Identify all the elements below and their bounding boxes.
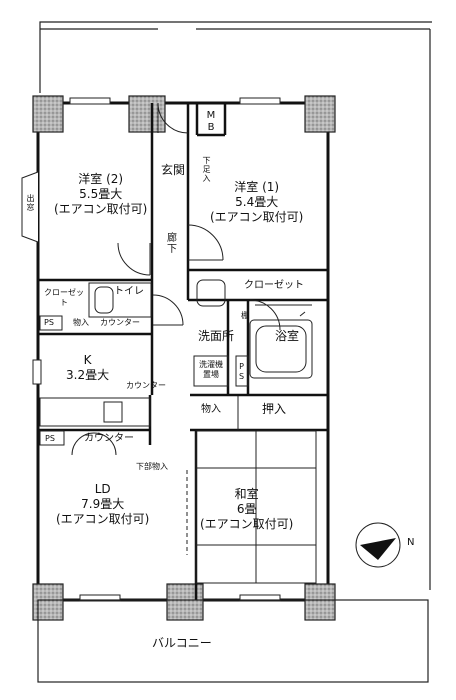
label-corridor: 廊下 [164, 232, 176, 254]
room-kitchen-size: 3.2畳大 [66, 368, 110, 382]
label-counter-ld: カウンター [84, 433, 134, 444]
fixtures [39, 279, 317, 584]
label-toilet: トイレ [114, 286, 144, 297]
room-japanese-size: 6畳 [236, 502, 257, 516]
label-washer: 洗濯機置場 [196, 360, 226, 380]
room-kitchen-name: K [83, 353, 92, 367]
label-washroom: 洗面所 [198, 329, 235, 343]
room-japanese-note: (エアコン取付可) [200, 517, 294, 531]
label-compass-n: N [407, 537, 415, 548]
label-window-exit: 出窓 [26, 194, 35, 212]
room-ld: LD 7.9畳大 (エアコン取付可) [56, 482, 149, 527]
site-outline [39, 21, 432, 590]
balcony-area [37, 599, 429, 683]
room-ld-note: (エアコン取付可) [56, 512, 150, 526]
label-counter-top: カウンター [100, 318, 140, 327]
label-ps-mid: PS [237, 362, 246, 382]
label-oshiire: 押入 [262, 402, 287, 416]
label-ps-ld: PS [45, 434, 55, 443]
label-mb: MB [205, 110, 217, 134]
label-closet-left-text: クローゼット [44, 288, 84, 307]
room-ld-size: 7.9畳大 [81, 497, 125, 511]
label-washer-text: 洗濯機置場 [199, 360, 223, 379]
room-western-2-note: (エアコン取付可) [54, 202, 148, 216]
label-storage-under: 下部物入 [136, 462, 168, 471]
room-western-1: 洋室 (1) 5.4畳大 (エアコン取付可) [210, 180, 303, 225]
room-western-2-name: 洋室 (2) [78, 172, 124, 186]
compass-icon [355, 522, 401, 568]
label-shelf: 棚 [241, 311, 249, 320]
label-closet-left: クローゼット [44, 288, 84, 308]
label-storage-mid: 物入 [201, 404, 221, 415]
room-western-1-size: 5.4畳大 [235, 195, 279, 209]
label-storage-top: 物入 [73, 318, 89, 327]
label-genkan: 玄関 [161, 163, 186, 177]
room-japanese: 和室 6畳 (エアコン取付可) [200, 487, 293, 532]
room-kitchen: K 3.2畳大 [66, 353, 109, 383]
label-counter-k: カウンター [126, 381, 166, 390]
door-swings [71, 102, 281, 456]
room-western-1-note: (エアコン取付可) [210, 210, 304, 224]
label-ps-top: PS [44, 318, 54, 327]
label-bathroom: 浴室 [275, 329, 300, 343]
room-western-1-name: 洋室 (1) [234, 180, 280, 194]
label-closet-right: クローゼット [244, 280, 304, 291]
room-western-2: 洋室 (2) 5.5畳大 (エアコン取付可) [54, 172, 147, 217]
label-balcony: バルコニー [152, 636, 212, 650]
label-shoe-storage: 下足入 [202, 156, 211, 183]
columns [32, 95, 336, 621]
room-western-2-size: 5.5畳大 [79, 187, 123, 201]
room-japanese-name: 和室 [234, 487, 259, 501]
windows [21, 97, 281, 602]
room-ld-name: LD [94, 482, 111, 496]
